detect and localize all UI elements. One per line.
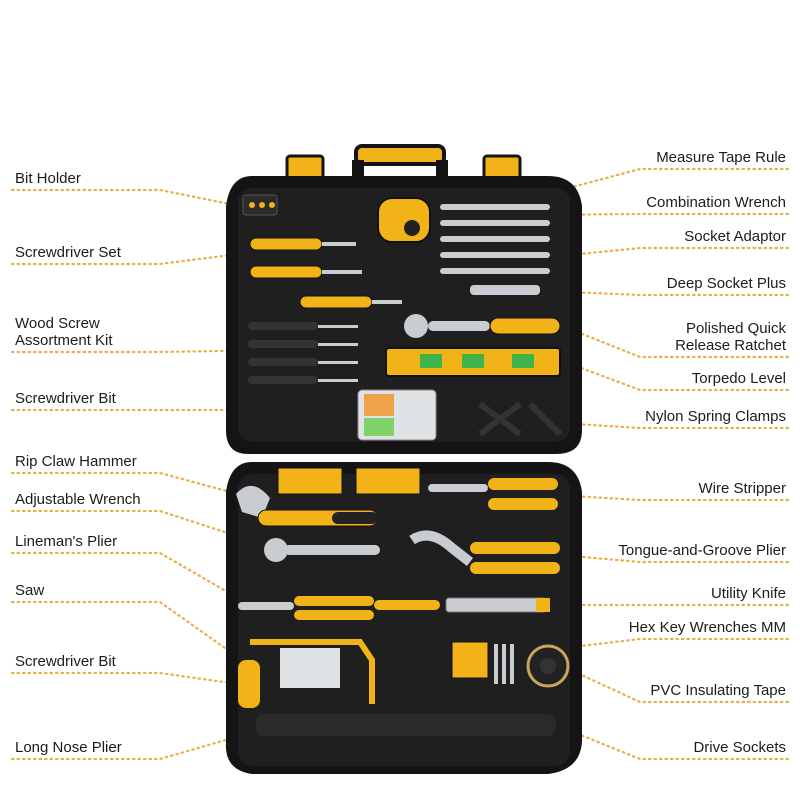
combination-wrenches	[440, 204, 550, 274]
leader-line-linemans-plier	[10, 551, 252, 607]
label-screwdriver-bit-lower: Screwdriver Bit	[15, 653, 116, 670]
label-drive-sockets: Drive Sockets	[693, 739, 786, 756]
pliers	[238, 596, 440, 620]
label-line: Combination Wrench	[646, 194, 786, 211]
label-line: Deep Socket Plus	[666, 275, 786, 292]
label-line: Hex Key Wrenches MM	[628, 619, 786, 636]
leader-line-drive-sockets	[554, 723, 790, 761]
label-hex-key-wrenches-mm: Hex Key Wrenches MM	[629, 619, 786, 636]
label-line: Utility Knife	[710, 585, 786, 602]
label-line: Drive Sockets	[693, 739, 786, 756]
adjustable-wrench	[264, 538, 380, 562]
wood-screw-kit	[357, 389, 437, 441]
screwdriver-bits-upper	[277, 467, 421, 495]
leader-line-pvc-insulating-tape	[558, 663, 790, 704]
label-socket-adaptor: Socket Adaptor	[684, 228, 786, 245]
label-line: PVC Insulating Tape	[650, 682, 786, 699]
label-measure-tape-rule: Measure Tape Rule	[656, 149, 786, 166]
nylon-spring-clamps	[478, 401, 563, 437]
label-rip-claw-hammer: Rip Claw Hammer	[15, 453, 137, 470]
measure-tape	[377, 197, 431, 243]
label-utility-knife: Utility Knife	[711, 585, 786, 602]
label-linemans-plier: Lineman's Plier	[15, 533, 117, 550]
torpedo-level	[385, 347, 561, 377]
screwdriver-set	[248, 237, 402, 384]
case-lower	[225, 462, 582, 774]
leader-line-polished-quick-release-ratchet	[558, 323, 790, 359]
label-line: Adjustable Wrench	[15, 491, 141, 508]
hex-key-wrenches	[451, 641, 514, 684]
label-line: Release Ratchet	[675, 337, 786, 354]
case-upper	[226, 144, 582, 454]
label-wire-stripper: Wire Stripper	[698, 480, 786, 497]
label-line: Screwdriver Bit	[15, 653, 116, 670]
hacksaw	[238, 639, 375, 708]
label-line: Nylon Spring Clamps	[645, 408, 786, 425]
label-deep-socket-plus: Deep Socket Plus	[667, 275, 786, 292]
label-line: Bit Holder	[15, 170, 81, 187]
label-line: Screwdriver Bit	[15, 390, 116, 407]
label-line: Measure Tape Rule	[656, 149, 786, 166]
utility-knife	[445, 597, 550, 613]
label-torpedo-level: Torpedo Level	[692, 370, 786, 387]
label-saw: Saw	[15, 582, 44, 599]
leader-line-screwdriver-bit-lower	[10, 671, 282, 692]
label-line: Rip Claw Hammer	[15, 453, 137, 470]
leader-line-nylon-spring-clamps	[508, 418, 790, 430]
label-line: Polished Quick	[685, 320, 786, 337]
leader-line-bit-holder	[10, 188, 262, 212]
label-nylon-spring-clamps: Nylon Spring Clamps	[645, 408, 786, 425]
label-long-nose-plier: Long Nose Plier	[15, 739, 122, 756]
label-screwdriver-bit-upper: Screwdriver Bit	[15, 390, 116, 407]
case-handle	[354, 144, 446, 166]
rip-claw-hammer	[236, 485, 379, 527]
pvc-insulating-tape	[526, 644, 570, 688]
label-line: Tongue-and-Groove Plier	[618, 542, 786, 559]
label-screwdriver-set: Screwdriver Set	[15, 244, 121, 261]
label-adjustable-wrench: Adjustable Wrench	[15, 491, 141, 508]
deep-sockets	[470, 285, 540, 295]
label-line: Long Nose Plier	[15, 739, 122, 756]
drive-sockets	[256, 714, 556, 736]
leader-line-torpedo-level	[558, 358, 790, 392]
label-line: Lineman's Plier	[15, 533, 118, 550]
label-line: Torpedo Level	[691, 370, 786, 387]
leader-line-socket-adaptor	[518, 246, 790, 262]
label-pvc-insulating-tape: PVC Insulating Tape	[650, 682, 786, 699]
label-line: Saw	[15, 582, 45, 599]
label-line: Socket Adaptor	[684, 228, 786, 245]
leader-line-tongue-and-groove-plier	[558, 553, 790, 564]
quick-release-ratchet	[404, 314, 561, 338]
leader-line-wire-stripper	[553, 493, 790, 502]
label-tongue-and-groove-plier: Tongue-and-Groove Plier	[618, 542, 786, 559]
label-combination-wrench: Combination Wrench	[646, 194, 786, 211]
label-line: Screwdriver Set	[15, 244, 121, 261]
wire-stripper	[428, 478, 558, 510]
label-line: Assortment Kit	[15, 332, 113, 349]
label-bit-holder: Bit Holder	[15, 170, 81, 187]
label-line: Wood Screw	[15, 315, 100, 332]
label-line: Wire Stripper	[698, 480, 786, 497]
tongue-and-groove-plier	[409, 530, 560, 574]
